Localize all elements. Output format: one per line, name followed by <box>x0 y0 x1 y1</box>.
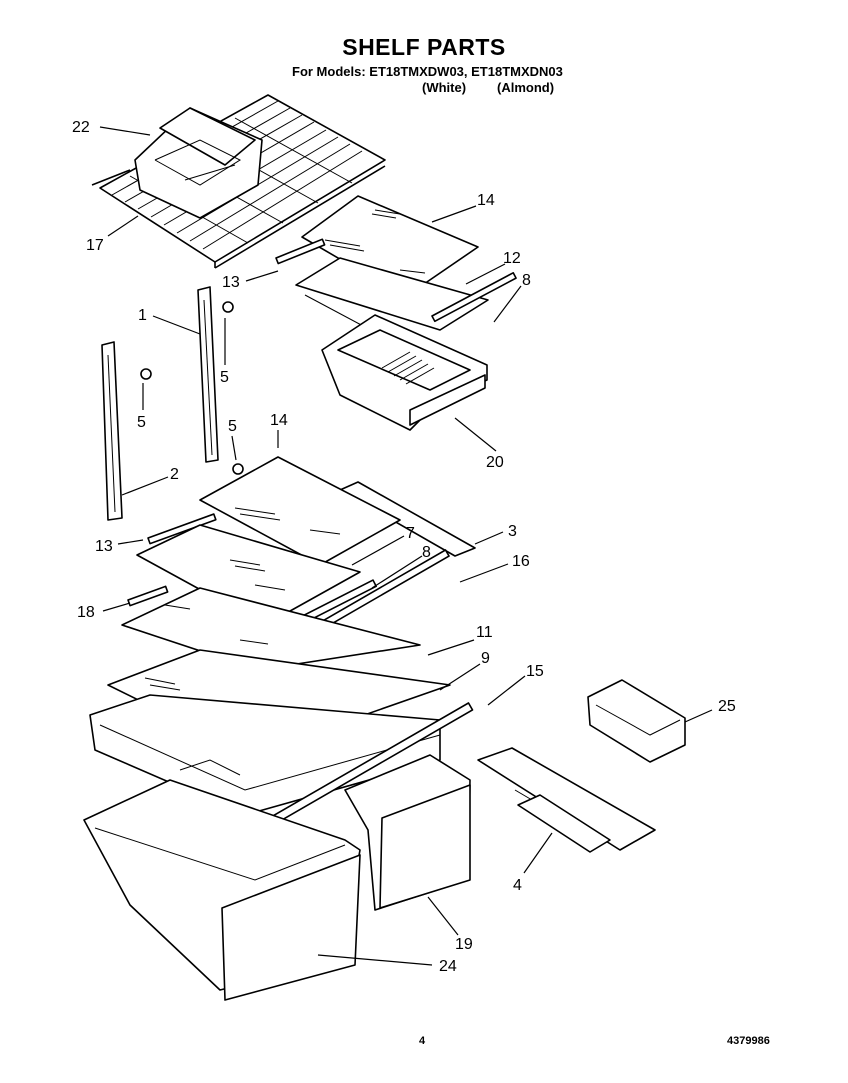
variant-white: (White) <box>422 80 467 95</box>
callout-1: 1 <box>138 307 147 324</box>
callout-labels: 22 17 14 12 13 8 1 5 5 5 20 14 2 3 7 8 1… <box>72 119 736 975</box>
page-title: SHELF PARTS <box>342 34 506 60</box>
callout-5-c: 5 <box>228 418 237 435</box>
callout-12: 12 <box>503 250 521 267</box>
shelf-frame-part-12 <box>275 238 517 346</box>
callout-14-top: 14 <box>477 192 495 209</box>
door-bin-part-25 <box>587 679 686 763</box>
models-line: For Models: ET18TMXDW03, ET18TMXDN03 <box>292 64 563 79</box>
slide-part-4 <box>477 747 656 853</box>
shelf-support-part-2 <box>101 341 123 521</box>
callout-7: 7 <box>406 525 415 542</box>
screw-part-5-a <box>222 301 234 313</box>
shelf-support-part-1 <box>197 286 219 463</box>
callout-8-top: 8 <box>522 272 531 289</box>
screw-part-5-b <box>140 368 152 380</box>
callout-5-a: 5 <box>220 369 229 386</box>
callout-13-top: 13 <box>222 274 240 291</box>
callout-19: 19 <box>455 936 473 953</box>
callout-13-middle: 13 <box>95 538 113 555</box>
callout-15: 15 <box>526 663 544 680</box>
page-number: 4 <box>419 1035 426 1047</box>
crisper-drawer-part-19 <box>344 754 471 911</box>
callout-8-middle: 8 <box>422 544 431 561</box>
callout-25: 25 <box>718 698 736 715</box>
callout-20: 20 <box>486 454 504 471</box>
crisper-drawer-part-24 <box>83 779 361 1001</box>
callout-18: 18 <box>77 604 95 621</box>
shelf-panel-part-3 <box>339 481 476 557</box>
document-number: 4379986 <box>727 1035 770 1047</box>
glass-shelf-part-14-middle <box>199 456 401 566</box>
callout-16: 16 <box>512 553 530 570</box>
callout-5-b: 5 <box>137 414 146 431</box>
callout-22: 22 <box>72 119 90 136</box>
screw-part-5-c <box>232 463 244 475</box>
drawer-part-20 <box>321 314 488 431</box>
callout-2: 2 <box>170 466 179 483</box>
callout-14-middle: 14 <box>270 412 288 429</box>
callout-24: 24 <box>439 958 457 975</box>
bin-part-22 <box>134 107 263 219</box>
variant-almond: (Almond) <box>497 80 555 95</box>
callout-4: 4 <box>513 877 522 894</box>
callout-11: 11 <box>476 624 493 641</box>
callout-9: 9 <box>481 650 490 667</box>
callout-17: 17 <box>86 237 104 254</box>
leader-lines <box>99 126 713 966</box>
callout-3: 3 <box>508 523 517 540</box>
